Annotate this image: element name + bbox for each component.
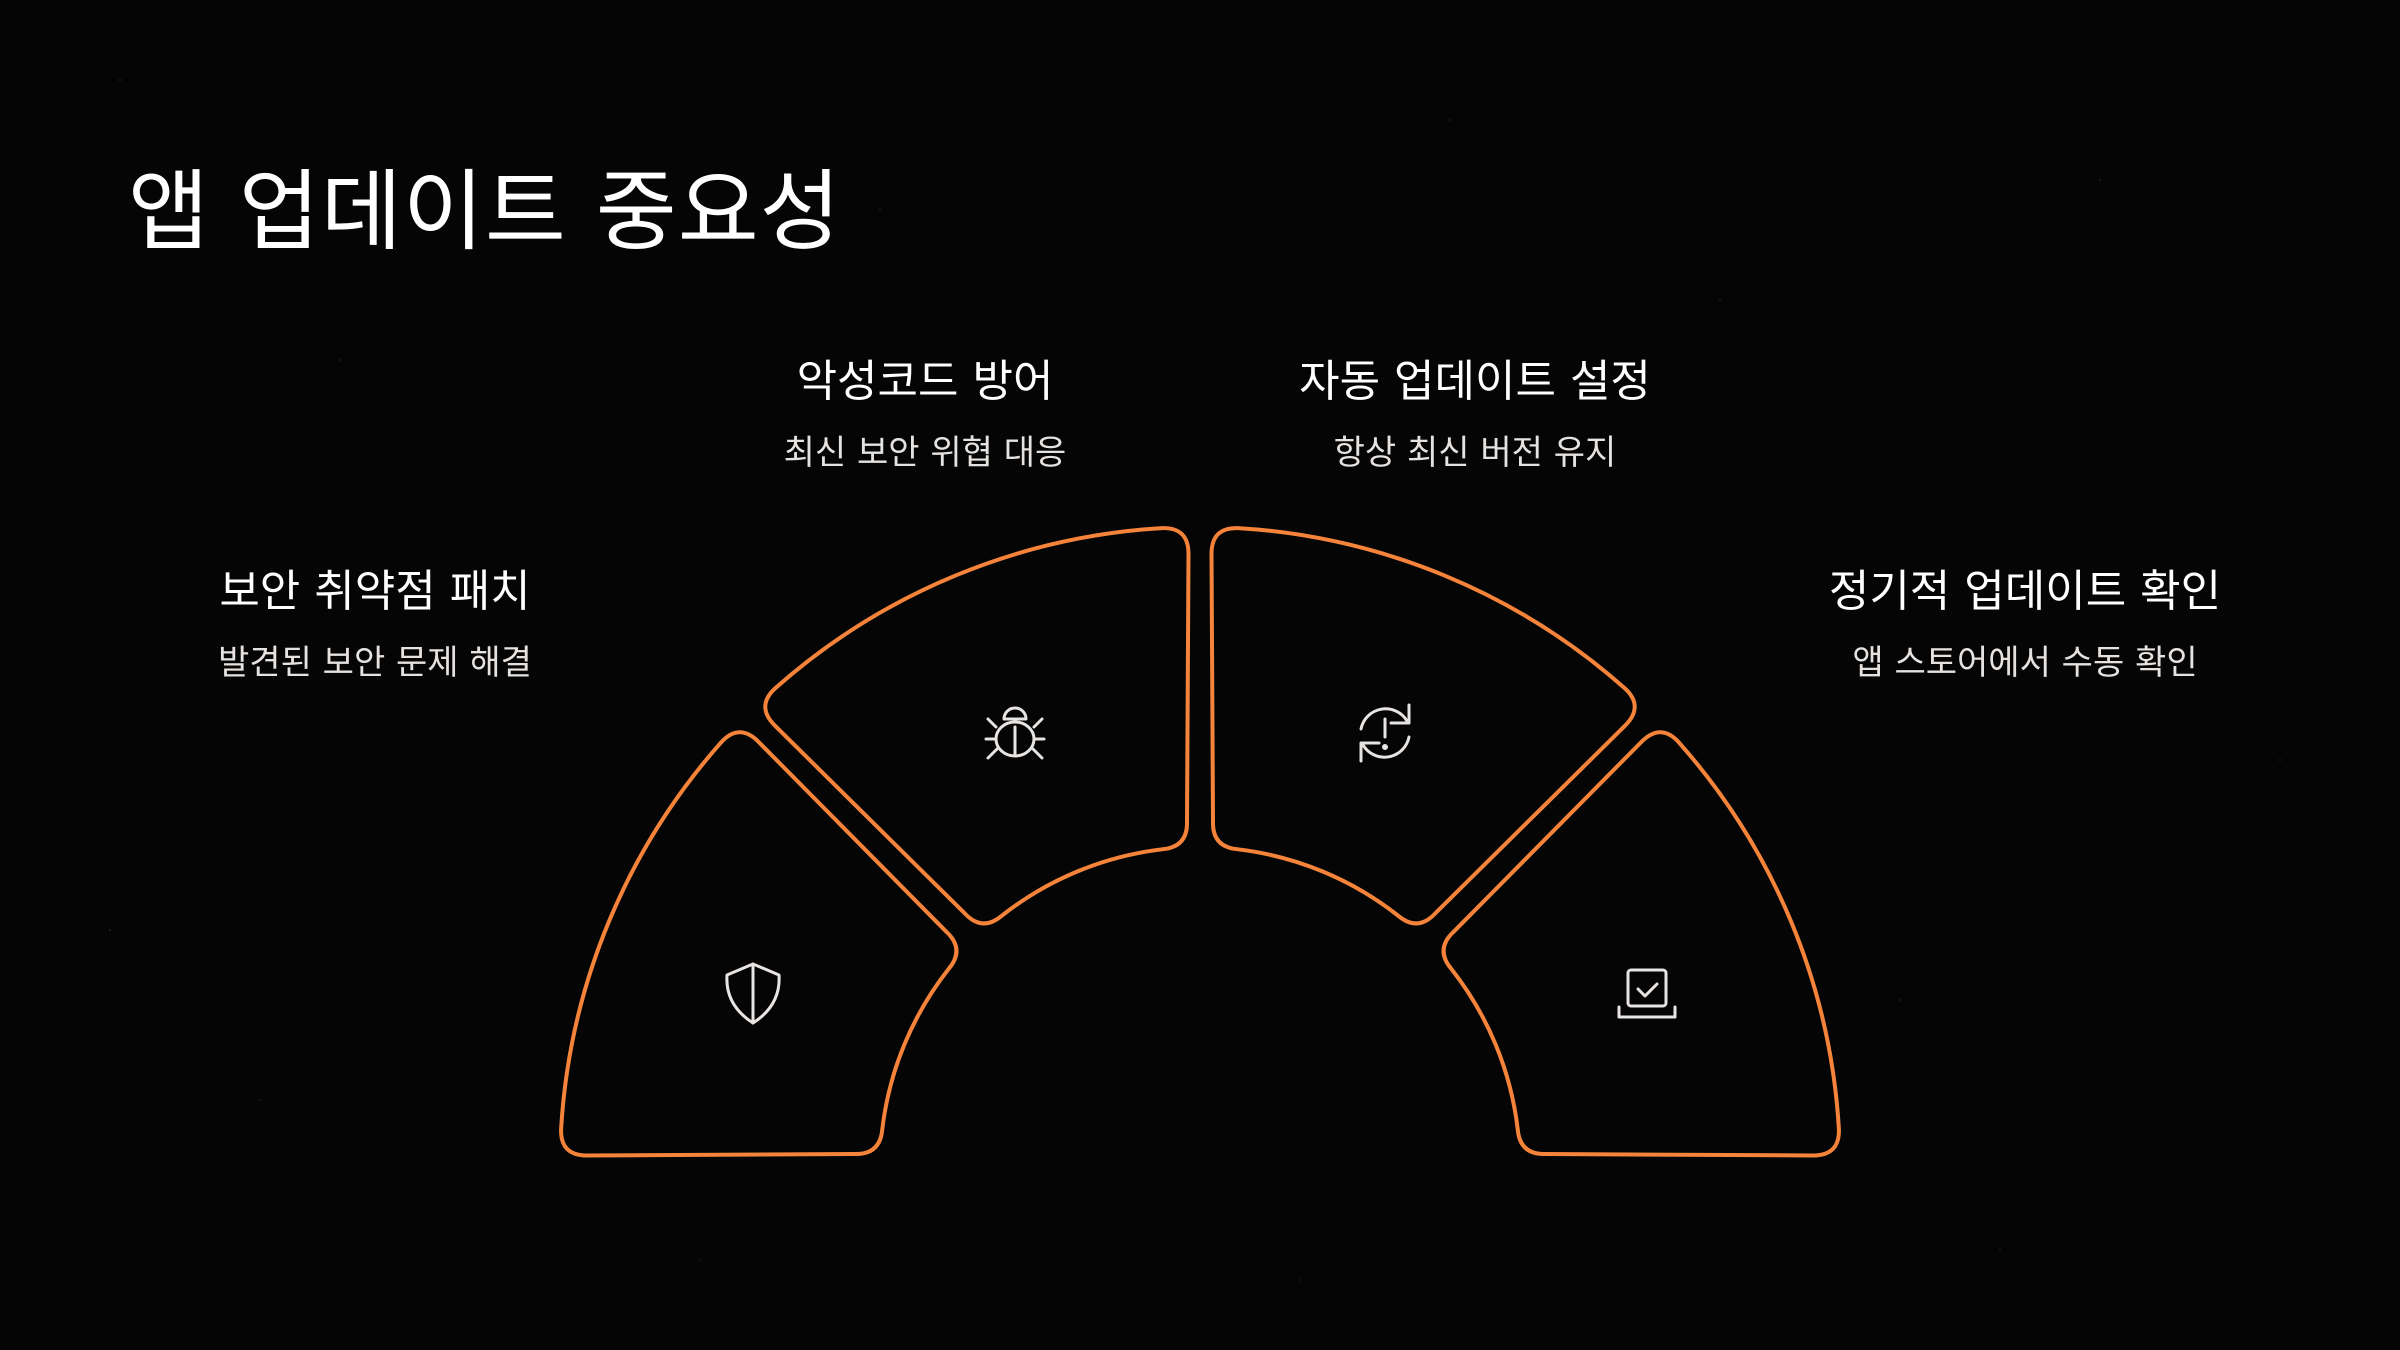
segment-label-1: 악성코드 방어 최신 보안 위협 대응 [665,356,1185,473]
laptop-check-icon [1617,968,1677,1019]
segment-subtext: 항상 최신 버전 유지 [1333,433,1617,473]
segment-subtext: 발견된 보안 문제 해결 [218,643,532,683]
segment-label-0: 보안 취약점 패치 발견된 보안 문제 해결 [115,566,635,683]
segment-heading: 정기적 업데이트 확인 [1828,566,2222,617]
segment-label-2: 자동 업데이트 설정 항상 최신 버전 유지 [1215,356,1735,473]
segment-subtext: 앱 스토어에서 수동 확인 [1852,643,2198,683]
segment-label-3: 정기적 업데이트 확인 앱 스토어에서 수동 확인 [1765,566,2285,683]
diagram-segment-1 [763,526,1191,926]
diagram-segment-2 [1209,526,1637,926]
segment-heading: 악성코드 방어 [796,356,1054,407]
segment-subtext: 최신 보안 위협 대응 [783,433,1067,473]
bug-icon [984,706,1046,760]
sync-alert-icon [1359,703,1411,763]
segment-heading: 보안 취약점 패치 [219,566,531,617]
diagram-segment-3 [1441,730,1841,1158]
segment-heading: 자동 업데이트 설정 [1299,356,1651,407]
shield-icon [725,962,781,1025]
page-title: 앱 업데이트 중요성 [128,160,842,263]
diagram-segment-0 [559,730,959,1158]
